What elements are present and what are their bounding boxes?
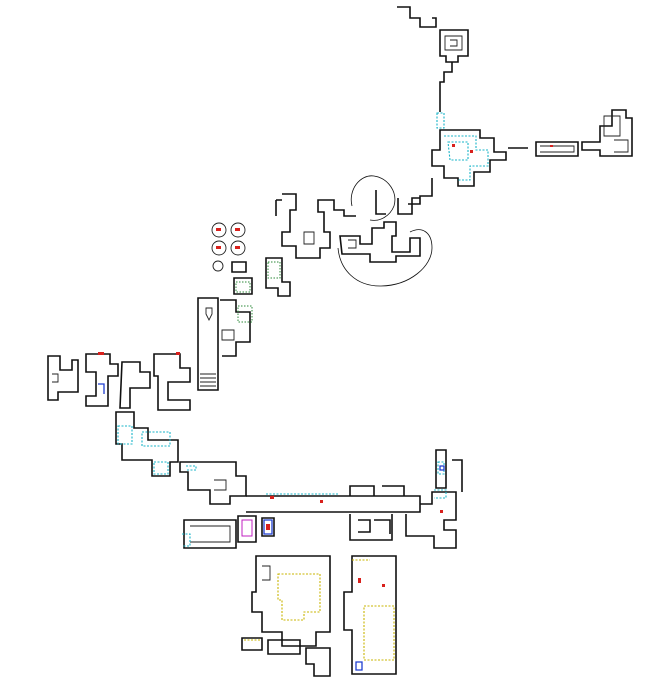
south-corridor-block (246, 485, 457, 549)
east-shaft-block (435, 449, 463, 492)
south-main-complex (241, 555, 331, 677)
round-tables-cluster (211, 222, 291, 297)
west-block (47, 352, 191, 411)
north-east-block (408, 109, 633, 205)
south-east-complex (343, 555, 397, 675)
north-tower-block (397, 6, 469, 129)
lower-west-block (182, 515, 275, 549)
central-ring-block (275, 175, 433, 287)
south-west-block (115, 411, 247, 505)
middle-tower-block (197, 297, 253, 391)
